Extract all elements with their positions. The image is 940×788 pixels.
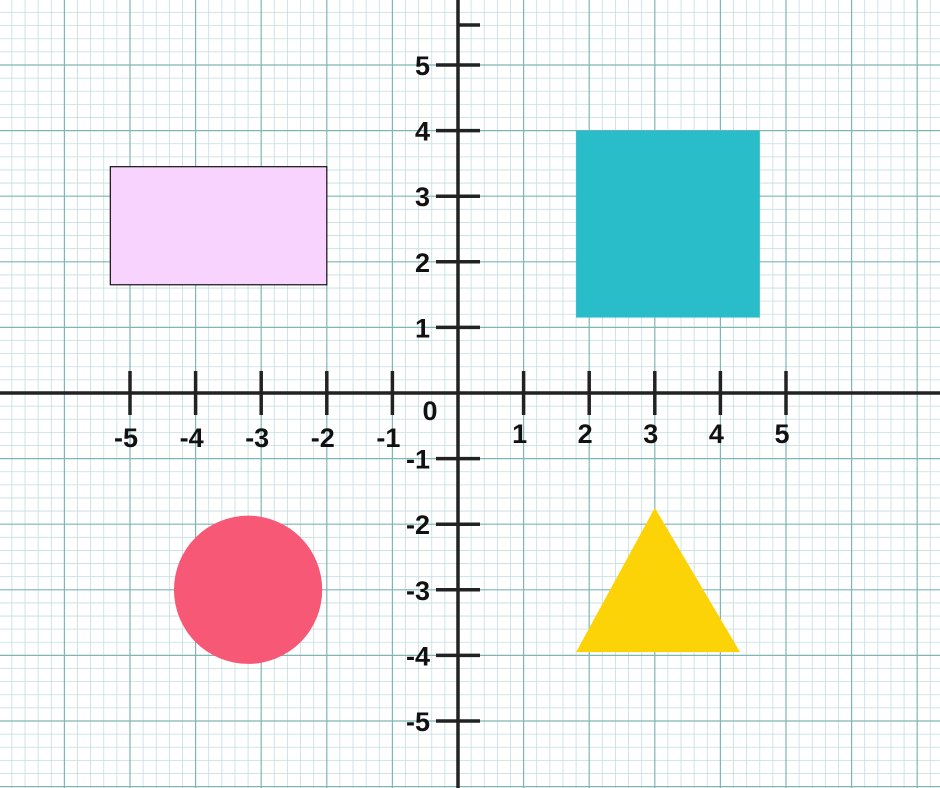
y-tick-label: 1	[415, 313, 430, 343]
x-tick-label: -2	[311, 423, 335, 453]
x-tick-label: 5	[774, 419, 789, 449]
y-tick-label: -3	[406, 576, 430, 606]
y-tick-label: 3	[415, 182, 430, 212]
y-tick-label: -2	[406, 510, 430, 540]
y-tick-label: -4	[406, 641, 430, 671]
y-tick-label: 5	[415, 51, 430, 81]
x-tick-label: -5	[114, 423, 138, 453]
x-tick-label: 1	[512, 419, 527, 449]
y-tick-label: 4	[415, 117, 430, 147]
x-tick-label: 4	[709, 419, 724, 449]
x-tick-label: 2	[578, 419, 593, 449]
circle-shape	[173, 515, 323, 664]
rectangle-shape	[109, 166, 328, 286]
y-tick-label: 2	[415, 248, 430, 278]
origin-label: 0	[422, 396, 437, 426]
square-shape	[576, 130, 760, 318]
y-axis-ticks: 5 4 3 2 1 -1 -2 -3 -4 -5	[406, 23, 480, 737]
x-tick-label: -4	[180, 423, 204, 453]
x-tick-label: 3	[643, 419, 658, 449]
x-tick-label: -1	[376, 423, 400, 453]
shapes-layer	[109, 130, 760, 664]
y-tick-label: -5	[406, 707, 430, 737]
x-axis-ticks: -5 -4 -3 -2 -1 1 2 3 4 5	[114, 371, 790, 453]
x-tick-label: -3	[245, 423, 269, 453]
y-tick-label: -1	[406, 445, 430, 475]
triangle-shape	[576, 507, 741, 653]
